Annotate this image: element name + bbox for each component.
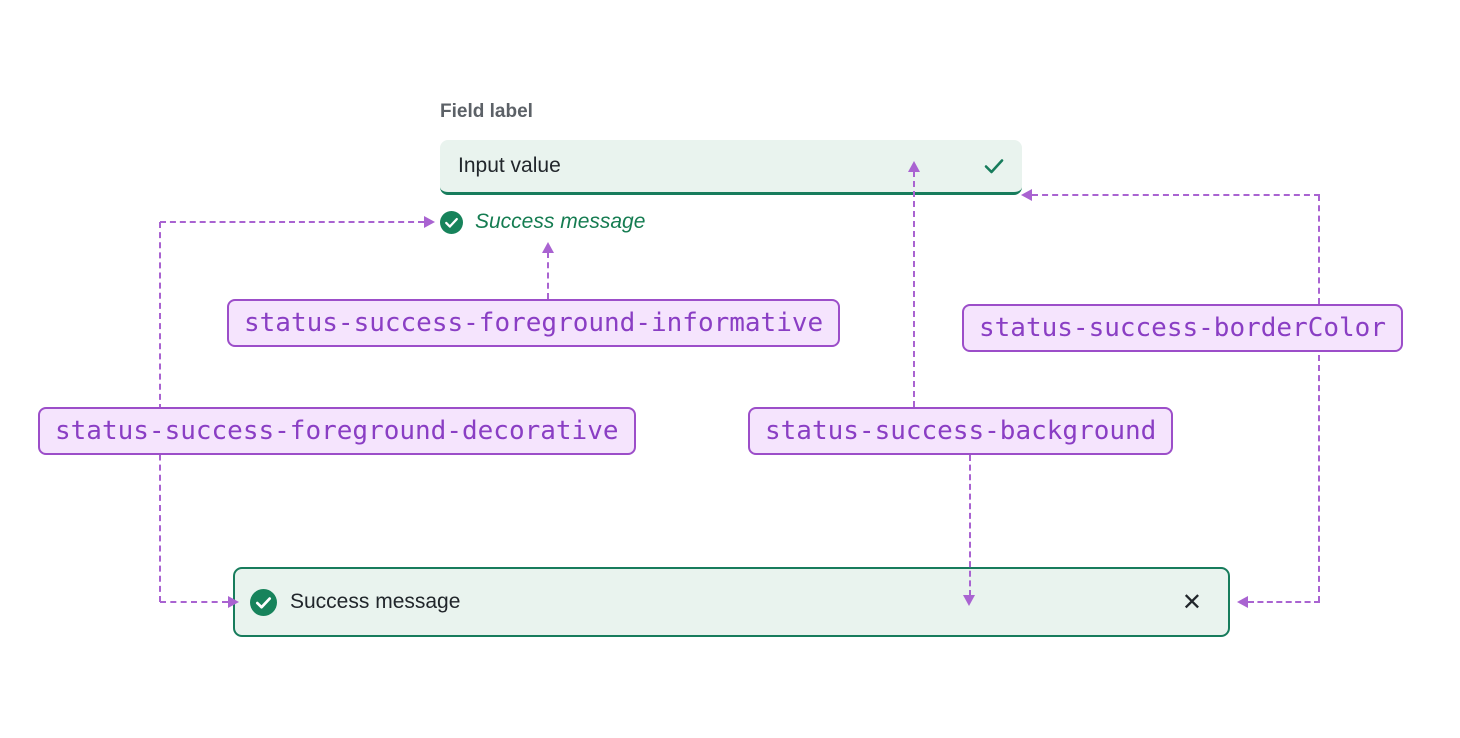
connector-informative-vertical [547,252,549,299]
arrowhead-down-toast-background [963,595,975,606]
field-success-message: Success message [440,210,645,234]
token-status-success-background: status-success-background [748,407,1174,455]
connector-bordercolor-horizontal-bottom [1248,601,1320,603]
arrowhead-up-success-text [542,242,554,253]
toast-message: Success message [290,590,461,613]
circle-check-icon [250,588,277,616]
check-icon [984,159,1004,174]
connector-background-to-toast [969,455,971,596]
circle-check-icon [440,210,463,234]
input-value: Input value [458,154,561,177]
arrowhead-left-input-border [1021,189,1032,201]
arrowhead-right-helper-icon [424,216,435,228]
arrowhead-left-toast-border [1237,596,1248,608]
success-message-text: Success message [475,210,646,233]
close-icon[interactable]: ✕ [1178,586,1206,618]
text-input[interactable]: Input value [440,140,1022,195]
token-status-success-borderColor: status-success-borderColor [962,304,1403,352]
connector-bordercolor-horizontal-top [1032,194,1320,196]
token-status-success-foreground-decorative: status-success-foreground-decorative [38,407,636,455]
success-toast: Success message ✕ [233,567,1230,637]
field-label: Field label [440,101,533,122]
arrowhead-up-input-background [908,161,920,172]
connector-decorative-to-helper-icon [160,221,424,223]
connector-background-to-input [913,171,915,407]
connector-bordercolor-vertical-top [1318,195,1320,304]
connector-decorative-to-toast-icon [160,601,228,603]
arrowhead-right-toast-icon [228,596,239,608]
connector-bordercolor-vertical-bottom [1318,355,1320,602]
token-status-success-foreground-informative: status-success-foreground-informative [227,299,841,347]
